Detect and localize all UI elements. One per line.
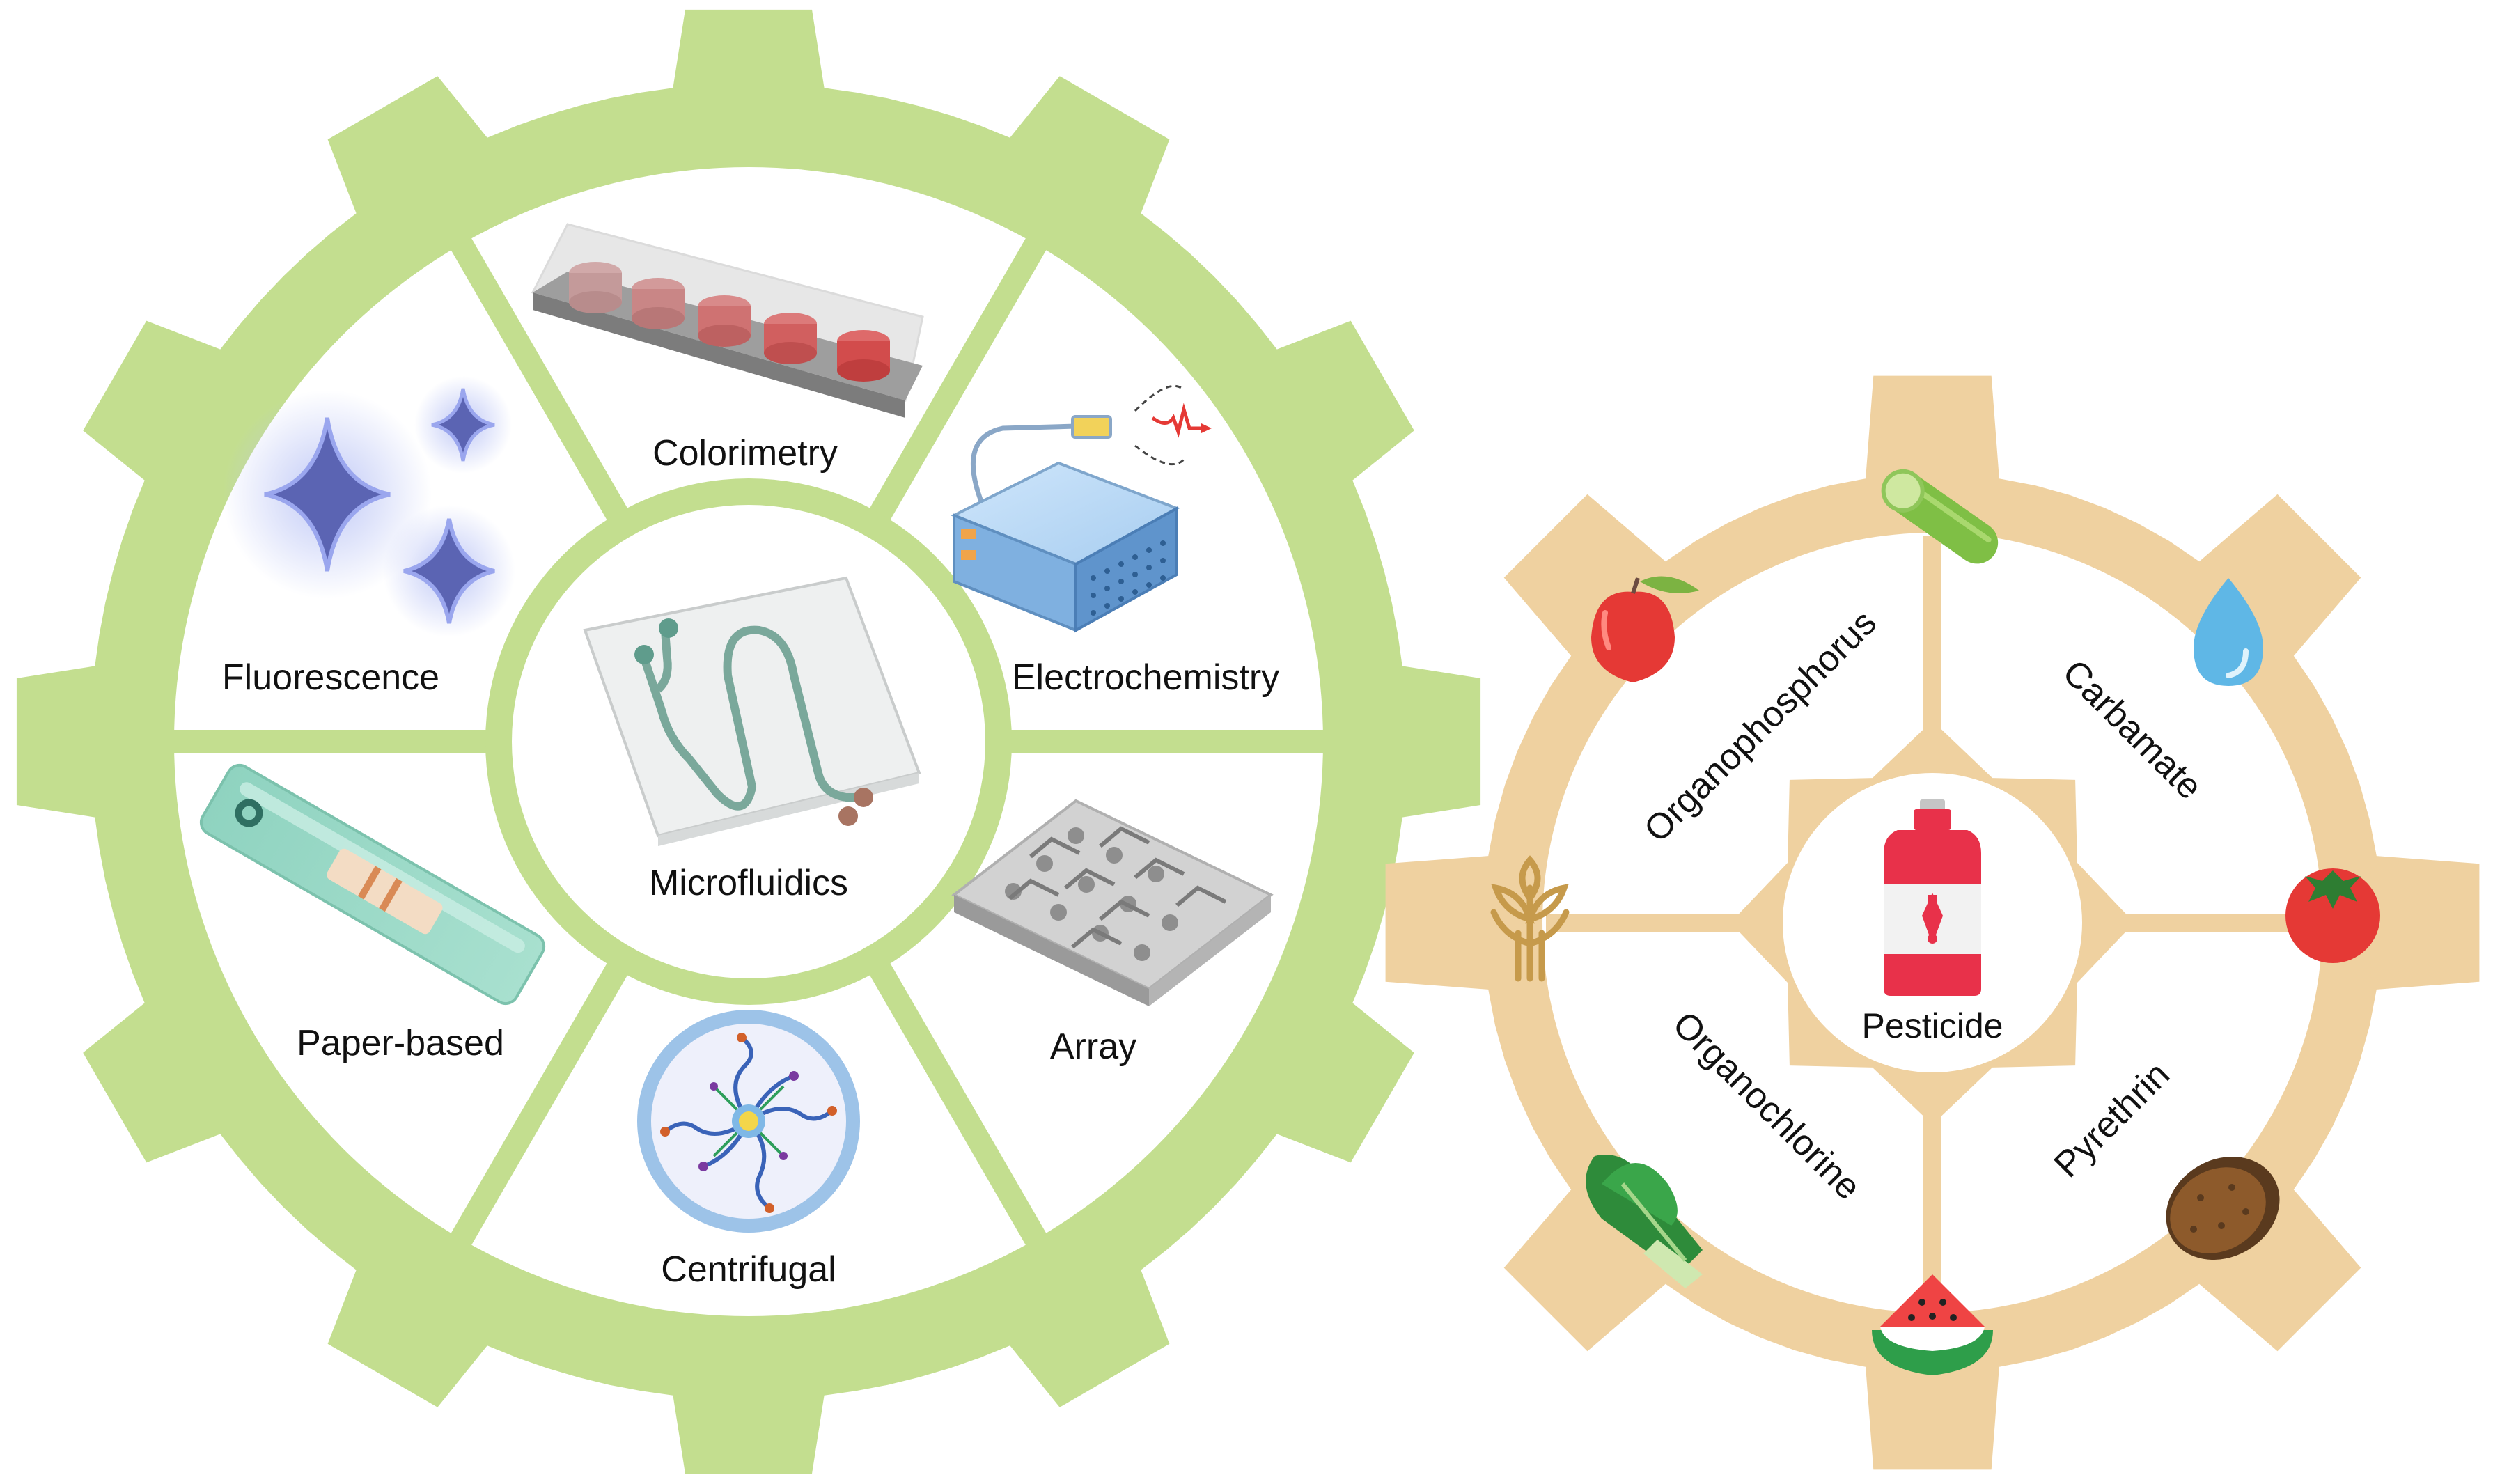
electrochemical-workstation-icon (951, 384, 1212, 633)
paper-test-strip-icon (199, 763, 546, 1006)
water-drop-icon (2194, 578, 2263, 686)
sparkle-stars-icon (223, 376, 515, 637)
cucumber-icon (1881, 469, 1999, 564)
apple-icon (1591, 576, 1699, 682)
cuvette-wells (569, 262, 890, 382)
wheat-icon (1490, 855, 1570, 982)
watermelon-slice-icon (1872, 1274, 1993, 1375)
method-label-colorimetry: Colorimetry (652, 433, 838, 474)
bok-choy-icon (1586, 1155, 1703, 1288)
pesticide-spray-bottle-icon (1884, 799, 1981, 996)
method-label-array: Array (1050, 1026, 1136, 1067)
method-label-paper-based: Paper-based (297, 1023, 504, 1063)
method-label-fluorescence: Fluorescence (222, 657, 439, 698)
cuvette-array-icon (531, 223, 924, 418)
hub-label-pesticide: Pesticide (1862, 1006, 2003, 1045)
microfluidic-chip-icon (583, 576, 921, 846)
tomato-icon (2285, 868, 2380, 963)
potato-icon (2166, 1156, 2280, 1260)
method-label-centrifugal: Centrifugal (661, 1249, 836, 1290)
microwell-array-chip-icon (951, 799, 1274, 1006)
method-label-electrochemistry: Electrochemistry (1012, 657, 1279, 698)
hub-label-microfluidics: Microfluidics (649, 863, 848, 903)
centrifugal-disc-icon (637, 1010, 860, 1233)
